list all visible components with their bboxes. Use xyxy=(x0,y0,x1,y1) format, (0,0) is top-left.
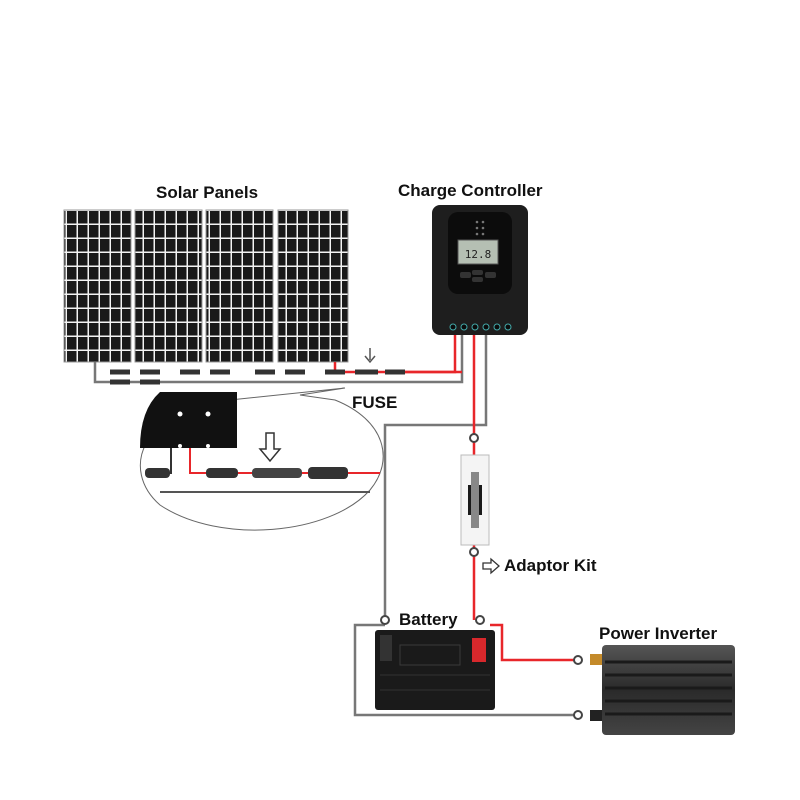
connector xyxy=(206,468,238,478)
solar-panel xyxy=(134,209,203,363)
solar-panel xyxy=(63,209,132,363)
adaptor-kit-label: Adaptor Kit xyxy=(504,556,597,575)
solar-panel xyxy=(277,209,349,363)
solar-panels-label: Solar Panels xyxy=(156,183,259,202)
battery-label: Battery xyxy=(399,610,458,629)
solar-panel xyxy=(205,209,274,363)
battery-wiring xyxy=(353,335,575,717)
panel-wiring xyxy=(93,335,464,385)
inline-fuse xyxy=(252,468,302,478)
battery xyxy=(375,615,495,710)
arrow-right-icon xyxy=(482,557,500,575)
power-inverter-label: Power Inverter xyxy=(599,624,718,643)
power-inverter xyxy=(573,645,735,735)
fuse-zoom-bubble xyxy=(139,387,384,531)
solar-panel-array xyxy=(63,209,349,363)
charge-controller: 12.8 xyxy=(432,205,528,335)
charge-controller-label: Charge Controller xyxy=(398,181,543,200)
arrow-down-icon xyxy=(258,432,282,463)
fuse-holder xyxy=(460,433,500,575)
fuse-label: FUSE xyxy=(352,393,398,412)
controller-display: 12.8 xyxy=(465,248,492,261)
